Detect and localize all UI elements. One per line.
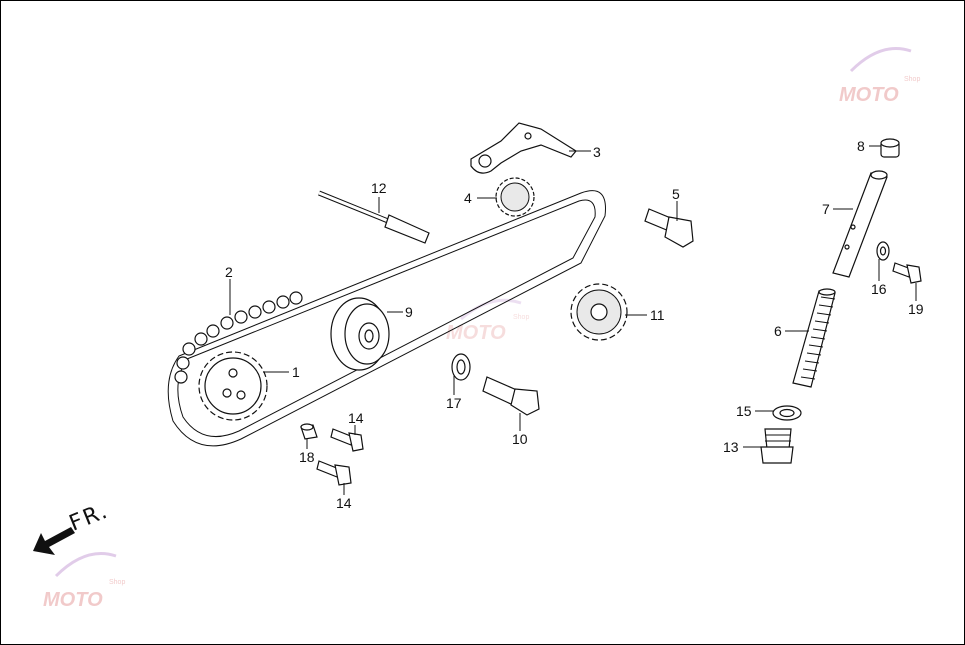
watermark-text: MOTO (446, 322, 506, 344)
callout-14b: 14 (336, 495, 352, 511)
callout-16: 16 (871, 281, 887, 297)
crank-sprocket (198, 351, 268, 421)
callout-15: 15 (736, 403, 752, 419)
watermark-bottom-left: MOTO Shop (43, 552, 125, 611)
watermark-top-right: MOTO Shop (839, 47, 920, 106)
callout-11: 11 (650, 307, 665, 323)
callout-7: 7 (822, 201, 830, 217)
bolt-5 (644, 208, 694, 248)
tensioner-rod (832, 170, 888, 278)
small-bolt-b (316, 460, 352, 486)
front-direction-arrow: FR. (33, 498, 112, 555)
callout-5: 5 (672, 186, 680, 202)
tensioner-bracket (470, 122, 577, 174)
tensioner-cap (880, 138, 900, 158)
small-sprocket (495, 177, 535, 217)
watermark-text: MOTO (839, 84, 899, 106)
front-label: FR. (66, 498, 113, 536)
callout-9: 9 (405, 304, 413, 320)
chain-links (174, 291, 303, 384)
callout-17: 17 (446, 395, 462, 411)
washer-16 (876, 241, 890, 261)
small-bolt-a (330, 428, 364, 452)
cam-sprocket (570, 283, 628, 341)
callout-13: 13 (723, 439, 739, 455)
part-callouts: 1 2 3 4 5 6 7 8 9 10 11 12 13 14 14 15 1… (225, 138, 924, 511)
bolt-19 (892, 262, 922, 284)
dowel-pin (300, 423, 318, 440)
callout-18: 18 (299, 449, 315, 465)
watermark-subtext: Shop (513, 314, 529, 321)
callout-12: 12 (371, 180, 387, 196)
callout-19: 19 (908, 301, 924, 317)
callout-3: 3 (593, 144, 601, 160)
tensioner-spring (792, 288, 836, 388)
long-bolt (318, 190, 430, 244)
callout-4: 4 (464, 190, 472, 206)
watermark-text: MOTO (43, 589, 103, 611)
callout-2: 2 (225, 264, 233, 280)
gasket-15 (772, 405, 802, 421)
callout-14a: 14 (348, 410, 364, 426)
guide-roller (330, 297, 390, 371)
callout-1: 1 (292, 364, 300, 380)
leader-lines (229, 145, 917, 495)
watermark-center: MOTO Shop (446, 298, 529, 344)
callout-8: 8 (857, 138, 865, 154)
watermark-subtext: Shop (904, 76, 920, 83)
washer-17 (451, 353, 471, 381)
callout-6: 6 (774, 323, 782, 339)
flange-bolt (482, 376, 540, 416)
callout-10: 10 (512, 431, 528, 447)
watermark-subtext: Shop (109, 579, 125, 586)
sealing-plug (760, 428, 794, 464)
cam-chain (167, 190, 606, 447)
